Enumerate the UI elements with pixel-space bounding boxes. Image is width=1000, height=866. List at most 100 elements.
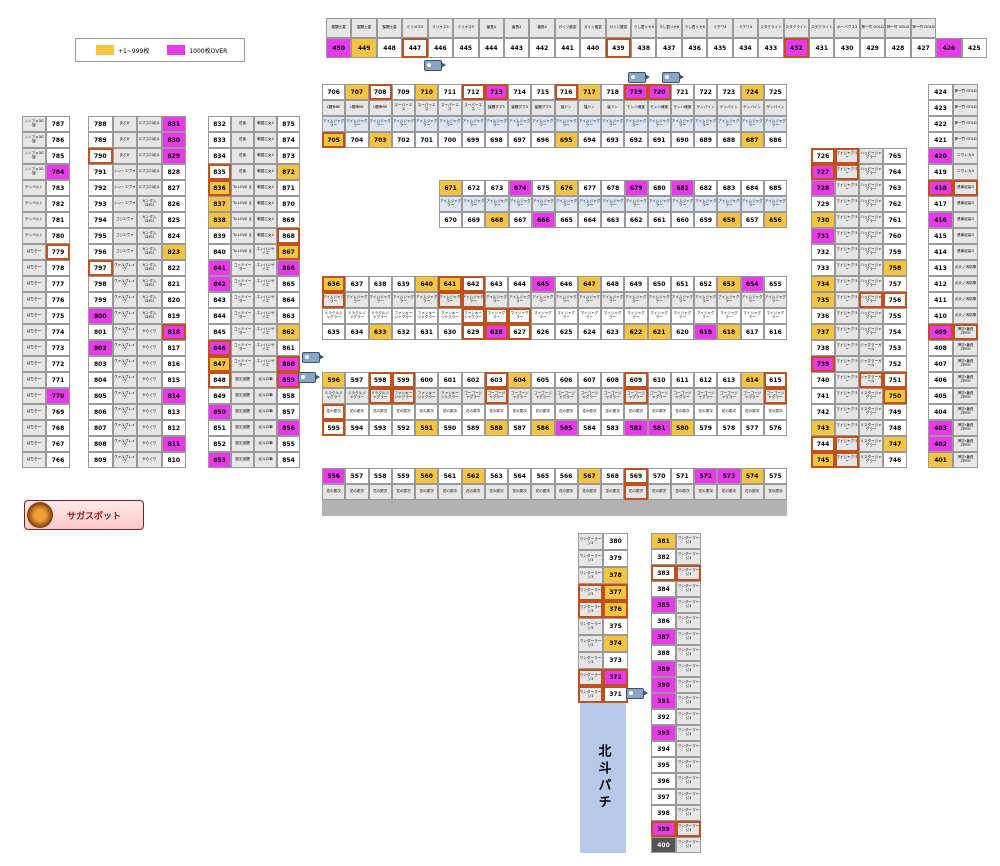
machine-number-cell[interactable]: 730 [811, 212, 835, 228]
machine-number-cell[interactable]: 769 [46, 404, 70, 420]
machine-number-cell[interactable]: 662 [624, 212, 648, 228]
machine-number-cell[interactable]: 620 [670, 324, 694, 340]
machine-number-cell[interactable]: 764 [883, 164, 907, 180]
machine-number-cell[interactable]: 736 [811, 308, 835, 324]
machine-number-cell[interactable]: 581 [647, 420, 671, 436]
machine-number-cell[interactable]: 651 [670, 276, 694, 292]
machine-number-cell[interactable]: 374 [603, 635, 628, 652]
machine-number-cell[interactable]: 722 [694, 84, 718, 100]
machine-number-cell[interactable]: 608 [601, 372, 625, 388]
machine-number-cell[interactable]: 409 [928, 324, 953, 340]
machine-number-cell[interactable]: 652 [694, 276, 718, 292]
machine-number-cell[interactable]: 416 [928, 212, 953, 228]
machine-number-cell[interactable]: 871 [277, 180, 300, 196]
machine-number-cell[interactable]: 643 [484, 276, 508, 292]
machine-number-cell[interactable]: 417 [928, 196, 953, 212]
machine-number-cell[interactable]: 397 [651, 789, 676, 805]
machine-number-cell[interactable]: 809 [88, 452, 113, 468]
machine-number-cell[interactable]: 693 [601, 132, 625, 148]
machine-number-cell[interactable]: 681 [671, 180, 695, 196]
machine-number-cell[interactable]: 448 [376, 38, 403, 58]
machine-number-cell[interactable]: 375 [603, 618, 628, 635]
machine-number-cell[interactable]: 380 [603, 533, 628, 550]
machine-number-cell[interactable]: 807 [88, 420, 113, 436]
machine-number-cell[interactable]: 835 [208, 164, 231, 180]
machine-number-cell[interactable]: 589 [461, 420, 485, 436]
machine-number-cell[interactable]: 846 [208, 340, 231, 356]
machine-number-cell[interactable]: 587 [508, 420, 532, 436]
machine-number-cell[interactable]: 806 [88, 404, 113, 420]
machine-number-cell[interactable]: 403 [928, 420, 953, 436]
machine-number-cell[interactable]: 648 [601, 276, 625, 292]
machine-number-cell[interactable]: 753 [883, 340, 907, 356]
machine-number-cell[interactable]: 640 [415, 276, 439, 292]
machine-number-cell[interactable]: 377 [603, 584, 628, 601]
machine-number-cell[interactable]: 849 [208, 388, 231, 404]
machine-number-cell[interactable]: 734 [811, 276, 835, 292]
machine-number-cell[interactable]: 639 [391, 276, 415, 292]
machine-number-cell[interactable]: 765 [883, 148, 907, 164]
machine-number-cell[interactable]: 715 [531, 84, 555, 100]
machine-number-cell[interactable]: 423 [928, 100, 953, 116]
machine-number-cell[interactable]: 561 [438, 468, 462, 484]
machine-number-cell[interactable]: 866 [277, 260, 300, 276]
machine-number-cell[interactable]: 446 [427, 38, 454, 58]
machine-number-cell[interactable]: 854 [277, 452, 300, 468]
machine-number-cell[interactable]: 600 [415, 372, 439, 388]
sagasu-spot-button[interactable]: サガスポット [24, 500, 144, 530]
machine-number-cell[interactable]: 749 [883, 404, 907, 420]
machine-number-cell[interactable]: 682 [694, 180, 718, 196]
machine-number-cell[interactable]: 727 [811, 164, 835, 180]
machine-number-cell[interactable]: 696 [531, 132, 555, 148]
machine-number-cell[interactable]: 609 [624, 372, 648, 388]
machine-number-cell[interactable]: 411 [928, 292, 953, 308]
machine-number-cell[interactable]: 638 [368, 276, 392, 292]
machine-number-cell[interactable]: 834 [208, 148, 231, 164]
machine-number-cell[interactable]: 830 [161, 132, 186, 148]
machine-number-cell[interactable]: 780 [46, 228, 70, 244]
machine-number-cell[interactable]: 583 [601, 420, 625, 436]
machine-number-cell[interactable]: 575 [763, 468, 787, 484]
machine-number-cell[interactable]: 630 [438, 324, 462, 340]
machine-number-cell[interactable]: 593 [368, 420, 392, 436]
machine-number-cell[interactable]: 824 [161, 228, 186, 244]
machine-number-cell[interactable]: 832 [208, 116, 231, 132]
machine-number-cell[interactable]: 744 [811, 436, 835, 452]
machine-number-cell[interactable]: 805 [88, 388, 113, 404]
machine-number-cell[interactable]: 842 [208, 276, 231, 292]
machine-number-cell[interactable]: 713 [484, 84, 508, 100]
machine-number-cell[interactable]: 703 [368, 132, 392, 148]
machine-number-cell[interactable]: 864 [277, 292, 300, 308]
machine-number-cell[interactable]: 822 [161, 260, 186, 276]
machine-number-cell[interactable]: 810 [161, 452, 186, 468]
machine-number-cell[interactable]: 668 [485, 212, 509, 228]
machine-number-cell[interactable]: 658 [717, 212, 741, 228]
machine-number-cell[interactable]: 617 [740, 324, 764, 340]
machine-number-cell[interactable]: 556 [322, 468, 346, 484]
machine-number-cell[interactable]: 659 [694, 212, 718, 228]
machine-number-cell[interactable]: 603 [484, 372, 508, 388]
machine-number-cell[interactable]: 573 [717, 468, 741, 484]
machine-number-cell[interactable]: 667 [508, 212, 532, 228]
machine-number-cell[interactable]: 695 [554, 132, 578, 148]
machine-number-cell[interactable]: 663 [601, 212, 625, 228]
machine-number-cell[interactable]: 785 [46, 148, 70, 164]
machine-number-cell[interactable]: 580 [670, 420, 694, 436]
machine-number-cell[interactable]: 852 [208, 436, 231, 452]
machine-number-cell[interactable]: 442 [529, 38, 555, 58]
machine-number-cell[interactable]: 796 [88, 244, 113, 260]
machine-number-cell[interactable]: 422 [928, 116, 953, 132]
machine-number-cell[interactable]: 754 [883, 324, 907, 340]
machine-number-cell[interactable]: 760 [883, 228, 907, 244]
machine-number-cell[interactable]: 708 [368, 84, 392, 100]
machine-number-cell[interactable]: 405 [928, 388, 953, 404]
machine-number-cell[interactable]: 797 [88, 260, 113, 276]
machine-number-cell[interactable]: 598 [368, 372, 392, 388]
machine-number-cell[interactable]: 737 [811, 324, 835, 340]
machine-number-cell[interactable]: 731 [811, 228, 835, 244]
machine-number-cell[interactable]: 678 [601, 180, 625, 196]
machine-number-cell[interactable]: 447 [402, 38, 428, 58]
machine-number-cell[interactable]: 821 [161, 276, 186, 292]
machine-number-cell[interactable]: 584 [577, 420, 601, 436]
machine-number-cell[interactable]: 763 [883, 180, 907, 196]
